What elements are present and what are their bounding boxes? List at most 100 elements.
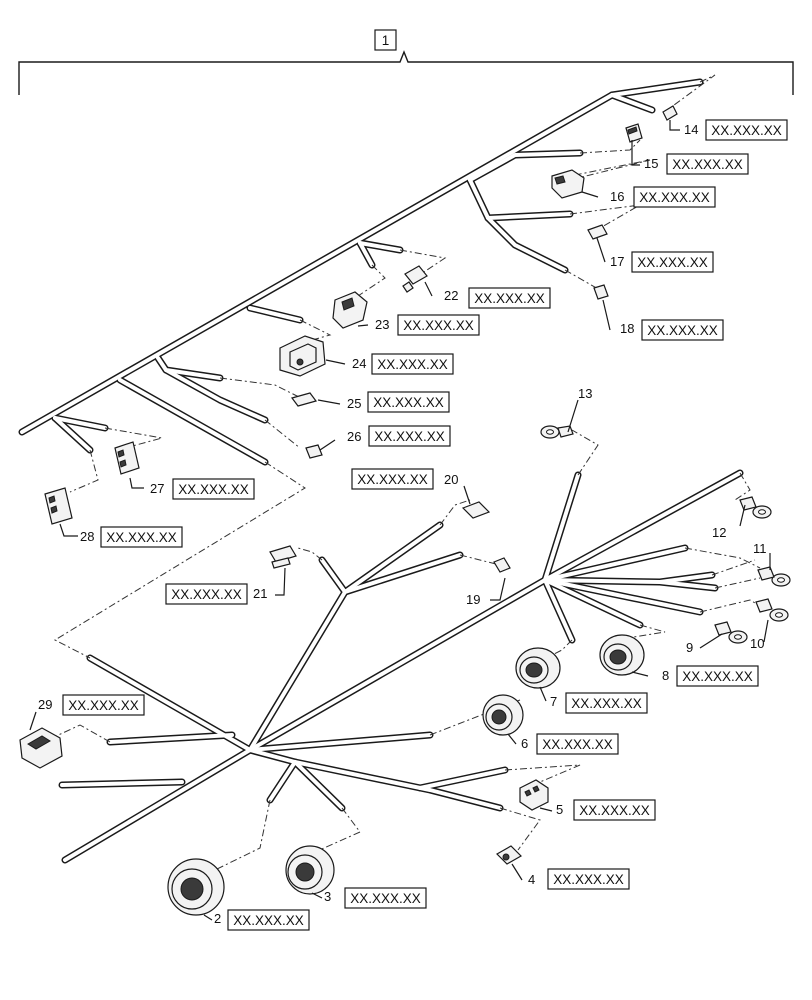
reference-box [100, 526, 183, 548]
item-number: 13 [578, 386, 592, 401]
round-connector-2-icon [167, 858, 225, 916]
reference-box [631, 251, 714, 273]
reference-box [565, 692, 648, 714]
callout-8: 8 XX.XXX.XX [631, 665, 759, 687]
leader-line [699, 633, 723, 649]
lower-harness [58, 469, 744, 864]
reference-code: XX.XXX.XX [682, 669, 753, 684]
connector-4-icon [496, 845, 522, 865]
leader-line [311, 892, 323, 899]
reference-code: XX.XXX.XX [403, 318, 474, 333]
reference-box [536, 733, 619, 755]
leader-line [539, 807, 553, 812]
reference-code: XX.XXX.XX [373, 395, 444, 410]
reference-box [227, 909, 310, 931]
leader-line [581, 191, 599, 198]
upper-harness [18, 78, 704, 466]
item-number: 20 [444, 472, 458, 487]
connector-15-icon [625, 123, 643, 143]
reference-box [368, 425, 451, 447]
sensor-22-icon [402, 265, 428, 293]
ring-terminal-11-icon [757, 566, 791, 587]
ring-terminal-13-icon [540, 425, 574, 439]
leader-line [511, 863, 523, 881]
callout-9: 9 [686, 633, 723, 655]
reference-box [397, 314, 480, 336]
item-number: 23 [375, 317, 389, 332]
reference-code: XX.XXX.XX [233, 913, 304, 928]
callout-23: 23 XX.XXX.XX [357, 314, 480, 336]
leader-line [596, 237, 606, 263]
item-number: 9 [686, 640, 693, 655]
callout-12: 12 [712, 504, 746, 540]
reference-box [62, 694, 145, 716]
assembly-item-number: 1 [382, 33, 390, 48]
item-number: 12 [712, 525, 726, 540]
reference-box [676, 665, 759, 687]
round-connector-3-icon [285, 845, 335, 895]
item-number: 24 [352, 356, 366, 371]
reference-code: XX.XXX.XX [377, 357, 448, 372]
reference-code: XX.XXX.XX [553, 872, 624, 887]
leader-line [357, 324, 369, 327]
ring-terminal-9-icon [714, 621, 748, 644]
leader-line [424, 281, 433, 297]
ring-terminal-10-icon [755, 598, 789, 622]
leader-line [275, 567, 286, 596]
assembly-bracket: 1 [18, 29, 794, 95]
item-number: 5 [556, 802, 563, 817]
reference-code: XX.XXX.XX [171, 587, 242, 602]
leader-line [739, 504, 746, 527]
leader-line [763, 619, 769, 643]
leader-line [507, 733, 517, 745]
assembly-item-box [374, 29, 397, 51]
item-number: 21 [253, 586, 267, 601]
item-number: 2 [214, 911, 221, 926]
item-number: 16 [610, 189, 624, 204]
leader-line [490, 577, 506, 601]
round-connector-7-icon [515, 647, 561, 689]
round-connector-6-icon [482, 694, 524, 736]
callout-2: 2 XX.XXX.XX [203, 909, 310, 931]
connector-28-icon [44, 487, 73, 525]
item-number: 14 [684, 122, 698, 137]
leader-line [319, 439, 336, 451]
item-number: 4 [528, 872, 535, 887]
item-number: 25 [347, 396, 361, 411]
item-number: 26 [347, 429, 361, 444]
callout-24: 24 XX.XXX.XX [325, 353, 454, 375]
callout-25: 25 XX.XXX.XX [317, 391, 450, 413]
item-number: 11 [753, 541, 767, 556]
leader-line [203, 914, 213, 921]
connector-26-icon [305, 444, 323, 459]
callout-21: 21 XX.XXX.XX [165, 567, 286, 605]
reference-box [573, 799, 656, 821]
connector-25-icon [290, 392, 318, 407]
item-number: 28 [80, 529, 94, 544]
leader-line [59, 523, 78, 537]
connector-23-icon [332, 291, 368, 329]
leader-line [602, 299, 611, 331]
round-connector-8-icon [599, 634, 645, 676]
reference-code: XX.XXX.XX [357, 472, 428, 487]
reference-code: XX.XXX.XX [350, 891, 421, 906]
callout-10: 10 [750, 619, 769, 651]
connector-24-icon [279, 335, 326, 377]
reference-box [547, 868, 630, 890]
connector-14-icon [662, 105, 678, 121]
reference-code: XX.XXX.XX [579, 803, 650, 818]
leader-line [631, 140, 640, 166]
item-number: 8 [662, 668, 669, 683]
leader-line [539, 686, 547, 702]
connector-16-icon [551, 169, 585, 199]
item-number: 27 [150, 481, 164, 496]
